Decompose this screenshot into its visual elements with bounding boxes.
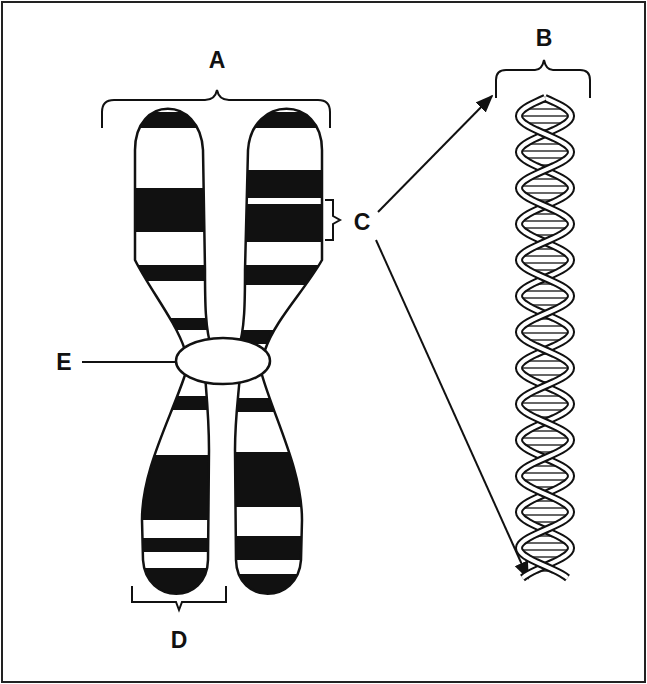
base-pair [521, 507, 570, 509]
base-pair [519, 402, 571, 404]
base-pair [520, 514, 570, 516]
backbone [519, 98, 571, 578]
backbone-outline [519, 98, 571, 578]
base-pair [519, 185, 570, 187]
dna-double-helix [519, 98, 571, 578]
base-pair [519, 549, 570, 551]
part-letter: C [354, 211, 371, 234]
chromatid [120, 109, 330, 598]
base-pair [521, 479, 570, 481]
part-letter: B [536, 27, 553, 50]
base-pair [520, 472, 570, 474]
base-pair [519, 437, 570, 439]
base-pair [519, 332, 571, 334]
bracket [496, 60, 590, 98]
base-pair [519, 297, 570, 299]
backbone [519, 98, 571, 578]
base-pair [519, 115, 571, 117]
arrow [378, 96, 492, 212]
part-letter: E [56, 351, 71, 374]
part-letter: A [209, 49, 226, 72]
backbone-outline [519, 98, 571, 578]
base-pair [521, 255, 570, 257]
base-pair [521, 227, 570, 229]
bracket [325, 200, 340, 240]
base-pair [519, 150, 571, 152]
base-pair [520, 262, 570, 264]
bracket [132, 586, 226, 610]
leader-line [82, 361, 176, 363]
base-pair [520, 220, 570, 222]
part-letter: D [171, 629, 188, 652]
bracket [102, 90, 330, 128]
centromere [176, 338, 270, 384]
base-pair [519, 367, 571, 369]
arrow [376, 240, 528, 578]
